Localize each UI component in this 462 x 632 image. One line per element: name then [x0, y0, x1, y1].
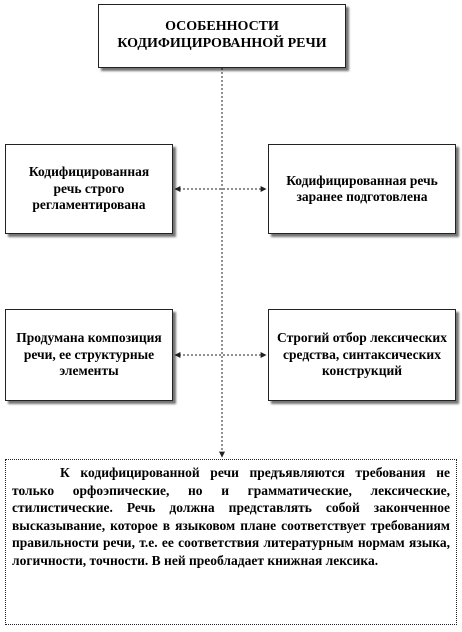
box-composition: Продумана композиция речи, ее структурны…: [5, 309, 173, 401]
box-strictly-regulated: Кодифицированная речь строго регламентир…: [5, 144, 173, 234]
description-box: К кодифицированной речи предъявляются тр…: [5, 459, 457, 625]
box-strictly-regulated-text: Кодифицированная речь строго регламентир…: [28, 164, 150, 213]
diagram-title-box: ОСОБЕННОСТИ КОДИФИЦИРОВАННОЙ РЕЧИ: [98, 4, 346, 68]
box-lexical-selection-text: Строгий отбор лексических средства, синт…: [277, 330, 447, 379]
box-composition-text: Продумана композиция речи, ее структурны…: [16, 330, 162, 379]
box-lexical-selection: Строгий отбор лексических средства, синт…: [268, 309, 456, 401]
box-prepared-in-advance: Кодифицированная речь заранее подготовле…: [268, 144, 456, 234]
box-prepared-in-advance-text: Кодифицированная речь заранее подготовле…: [286, 172, 438, 204]
description-text: К кодифицированной речи предъявляются тр…: [12, 465, 450, 568]
diagram-title: ОСОБЕННОСТИ КОДИФИЦИРОВАННОЙ РЕЧИ: [117, 19, 327, 51]
